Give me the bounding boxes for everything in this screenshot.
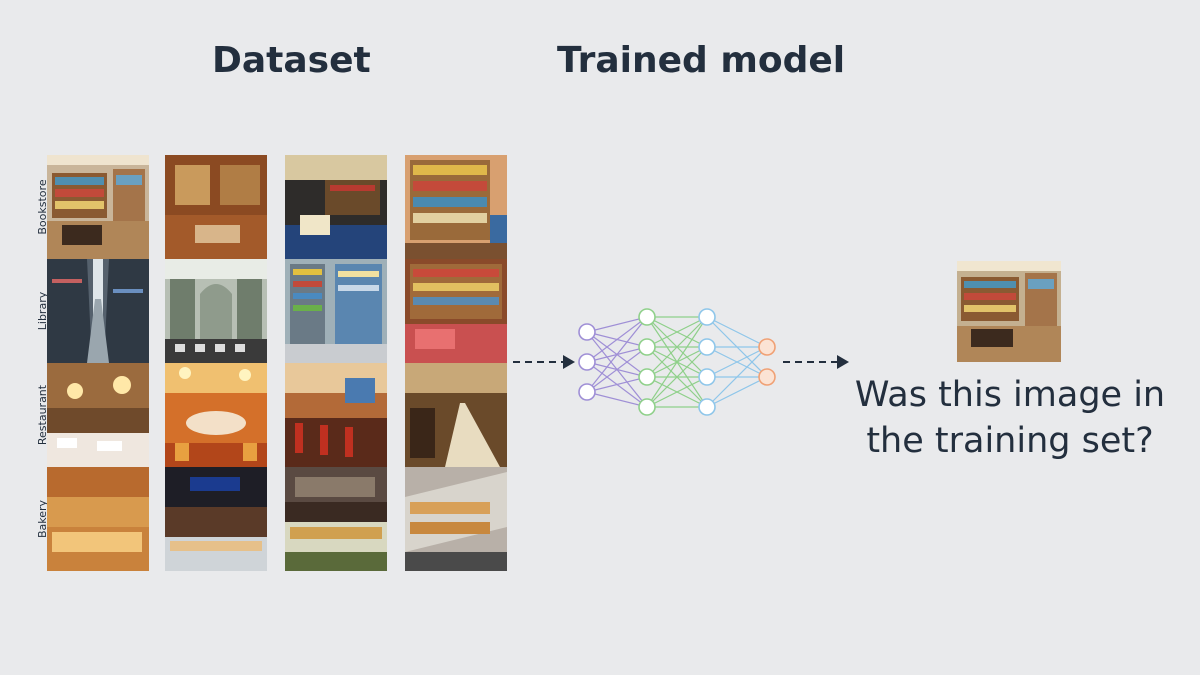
restaurant-photo — [285, 363, 387, 467]
network-edge — [706, 346, 768, 378]
bookstore-photo — [405, 155, 507, 259]
dataset-column — [47, 155, 149, 571]
model-to-query-arrow — [783, 355, 849, 369]
network-node — [638, 368, 656, 386]
dataset-column — [165, 155, 267, 571]
network-node — [638, 338, 656, 356]
network-node — [758, 368, 776, 386]
network-edge — [706, 346, 768, 408]
query-image — [957, 261, 1061, 362]
network-node — [578, 353, 596, 371]
network-edge — [586, 316, 648, 333]
neural-network-diagram — [513, 308, 849, 416]
membership-question: Was this image in the training set? — [854, 375, 1166, 461]
network-edge — [706, 316, 768, 348]
restaurant-photo — [47, 363, 149, 467]
bakery-photo — [405, 467, 507, 571]
bakery-photo — [285, 467, 387, 571]
dataset-image-grid — [47, 155, 509, 571]
network-edge — [586, 316, 648, 363]
network-edge — [706, 376, 768, 408]
bookstore-photo — [285, 155, 387, 259]
dataset-heading: Dataset — [212, 40, 371, 81]
trained-model-heading: Trained model — [557, 40, 846, 81]
network-edge — [586, 376, 648, 393]
network-edge — [646, 316, 708, 408]
network-node — [578, 383, 596, 401]
library-photo — [285, 259, 387, 363]
network-nodes — [578, 308, 776, 416]
dataset-column — [405, 155, 507, 571]
bakery-photo — [47, 467, 149, 571]
network-node — [638, 308, 656, 326]
dataset-column — [285, 155, 387, 571]
bookstore-photo — [165, 155, 267, 259]
network-node — [698, 398, 716, 416]
library-photo — [47, 259, 149, 363]
network-edge — [586, 346, 648, 393]
network-edge — [646, 376, 708, 408]
library-photo — [165, 259, 267, 363]
network-node — [698, 308, 716, 326]
network-node — [698, 368, 716, 386]
bookstore-photo — [47, 155, 149, 259]
network-edge — [646, 316, 708, 378]
restaurant-photo — [405, 363, 507, 467]
network-edge — [586, 316, 648, 393]
network-node — [698, 338, 716, 356]
library-photo — [405, 259, 507, 363]
network-node — [638, 398, 656, 416]
network-node — [578, 323, 596, 341]
bakery-photo — [165, 467, 267, 571]
network-edge — [646, 346, 708, 408]
restaurant-photo — [165, 363, 267, 467]
dataset-to-model-arrow — [513, 355, 575, 369]
network-edge — [586, 391, 648, 408]
network-connections — [586, 316, 768, 408]
network-node — [758, 338, 776, 356]
network-edge — [646, 316, 708, 348]
